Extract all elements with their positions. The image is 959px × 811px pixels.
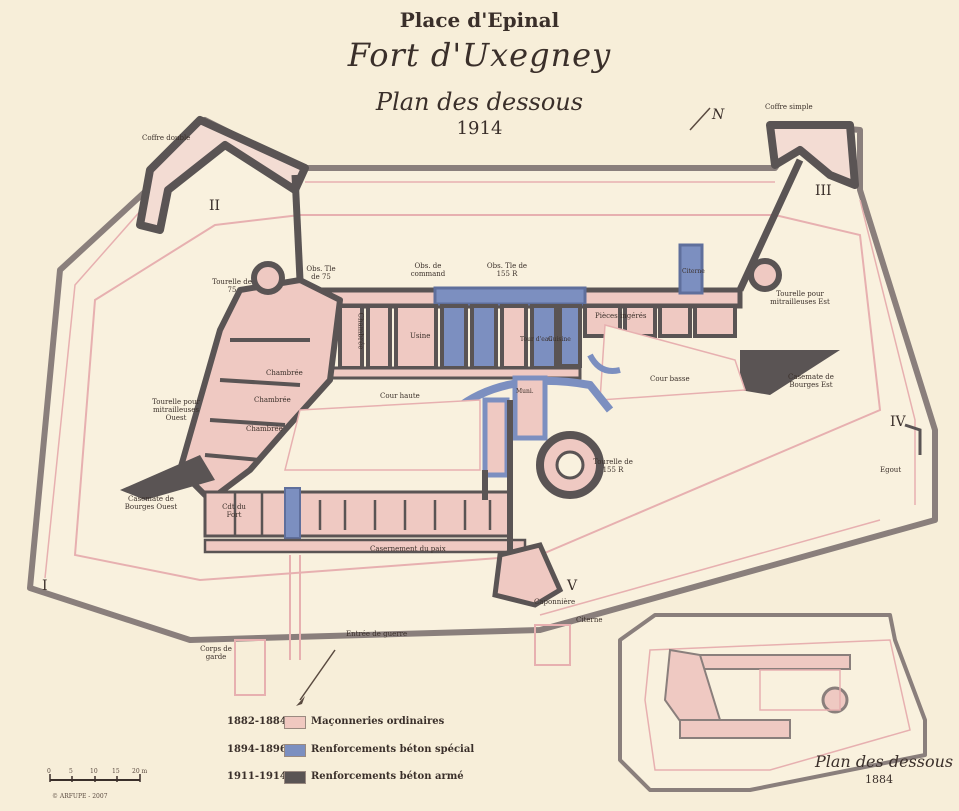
label-entree-guerre: Entrée de guerre xyxy=(346,630,408,638)
legend-swatch-masonry xyxy=(284,716,306,729)
caponniere xyxy=(492,542,564,608)
label-caponniere: Caponnière xyxy=(534,598,576,606)
casemate-bourges-ouest xyxy=(120,455,215,500)
ditch-line-east xyxy=(859,199,916,505)
west-wing xyxy=(177,277,343,503)
label-corps-garde: Corps de garde xyxy=(200,645,232,661)
label-casernement-paix: Casernement du paix xyxy=(370,545,446,553)
legend-period-2: 1894-1896 xyxy=(227,744,287,755)
place-title: Place d'Epinal xyxy=(399,8,560,32)
label-tourelle-155: Tourelle de 155 R xyxy=(593,458,633,474)
bastion-I: I xyxy=(42,578,48,594)
corps-de-garde xyxy=(234,639,266,696)
inner-rampart xyxy=(73,214,882,582)
label-munitions: Muni. xyxy=(516,388,534,395)
bastion-IV: IV xyxy=(890,414,906,430)
label-tourelle-75: Tourelle de 75 xyxy=(212,278,252,294)
tourelle-75 xyxy=(251,261,285,295)
legend-label-2: Renforcements béton spécial xyxy=(311,744,475,755)
citerne-block xyxy=(678,243,704,295)
chambers-row xyxy=(338,304,737,370)
scale-tick-20: 20 m xyxy=(132,768,148,775)
label-casemate-ouest: Casemate de Bourges Ouest xyxy=(124,495,178,511)
bastion-V: V xyxy=(567,578,578,594)
label-chambree-1: Chambrée xyxy=(356,312,365,350)
legend-period-3: 1911-1914 xyxy=(227,771,287,782)
label-usine: Usine xyxy=(410,332,431,340)
label-tourelle-mitr-est: Tourelle pour mitrailleuses Est xyxy=(770,290,830,306)
north-arrow xyxy=(689,107,711,131)
label-citerne-top: Citerne xyxy=(682,268,705,275)
inset-plan-1884 xyxy=(618,613,927,792)
bastion-II: II xyxy=(209,198,221,214)
label-cour-haute: Cour haute xyxy=(380,392,420,400)
legend-label-3: Renforcements béton armé xyxy=(311,771,464,782)
inset-title: Plan des dessous xyxy=(815,752,954,771)
bastion-III: III xyxy=(815,183,832,199)
label-cour-basse: Cour basse xyxy=(650,375,690,383)
fort-title: Fort d'Uxegney xyxy=(347,36,612,74)
casemate-bourges-est xyxy=(740,350,840,395)
cour-haute xyxy=(284,399,481,471)
label-egout: Egout xyxy=(880,466,902,474)
label-casemate-est: Casemate de Bourges Est xyxy=(788,373,834,389)
label-coffre-simple: Coffre simple xyxy=(765,103,813,111)
blue-gallery xyxy=(433,286,587,306)
label-obs-command: Obs. de command xyxy=(410,262,446,278)
scale-bar xyxy=(49,774,141,782)
north-label: N xyxy=(712,107,725,123)
ditch-line-south xyxy=(539,519,881,616)
label-tour-reservoir: Tour d'eau xyxy=(520,336,553,343)
legend-label-1: Maçonneries ordinaires xyxy=(311,716,445,727)
scale-tick-15: 15 xyxy=(112,768,120,775)
scale-tick-10: 10 xyxy=(90,768,98,775)
inset-year: 1884 xyxy=(865,773,893,786)
label-pieces-ingres: Pièces ingérés xyxy=(595,312,647,320)
ditch-line-west xyxy=(44,199,151,579)
label-cuisine: Cuisine xyxy=(548,336,571,343)
legend-swatch-reinforced xyxy=(284,771,306,784)
label-obs-75: Obs. Tle de 75 xyxy=(306,265,336,281)
citerne-south xyxy=(534,624,571,666)
cour-basse xyxy=(599,324,747,401)
label-coffre-double: Coffre double xyxy=(142,134,191,142)
copyright: © ARFUPE - 2007 xyxy=(52,793,108,800)
casernement-row xyxy=(203,490,512,538)
label-chambree-3: Chambrée xyxy=(254,396,291,404)
label-cdt-fort: Cdt du Fort xyxy=(222,503,246,519)
coffre-double xyxy=(136,116,309,234)
label-chambree-4: Chambrée xyxy=(246,425,283,433)
scale-tick-5: 5 xyxy=(69,768,73,775)
legend-swatch-special xyxy=(284,744,306,757)
label-citerne-bottom: Citerne xyxy=(576,616,603,624)
coffre-simple xyxy=(766,121,859,189)
scale-tick-0: 0 xyxy=(47,768,51,775)
label-tourelle-mitr-ouest: Tourelle pour mitrailleuses Ouest xyxy=(152,398,200,422)
plan-year: 1914 xyxy=(456,118,503,139)
plan-subtitle: Plan des dessous xyxy=(375,88,584,116)
legend-period-1: 1882-1884 xyxy=(227,716,287,727)
label-chambree-2: Chambrée xyxy=(266,369,303,377)
label-obs-155: Obs. Tle de 155 R xyxy=(486,262,528,278)
